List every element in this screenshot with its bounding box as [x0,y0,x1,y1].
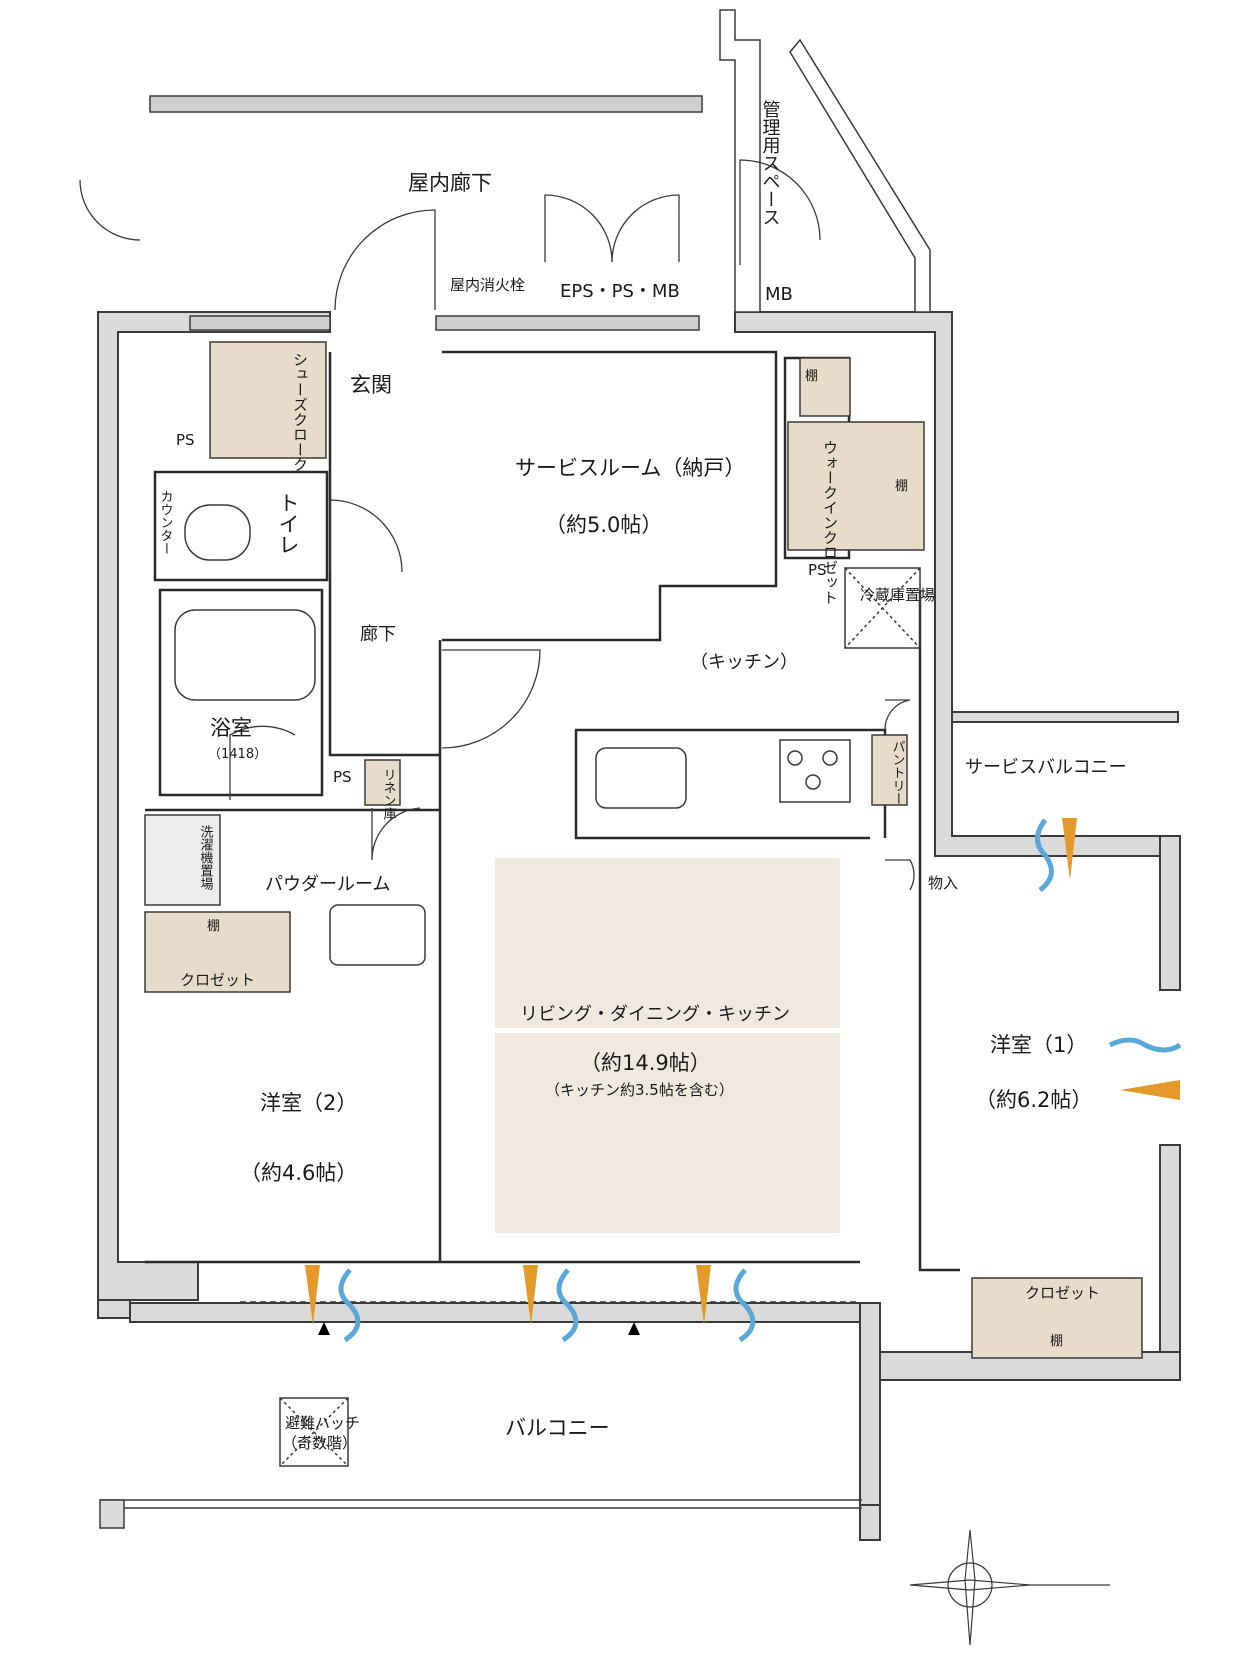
label-fridge: 冷蔵庫置場 [860,586,935,604]
label-ps-2: PS [808,561,827,579]
label-closet-1: クロゼット [1025,1284,1100,1302]
label-shelf-1: 棚 [805,369,818,384]
label-storage: 物入 [928,874,958,892]
label-western1-size: （約6.2帖） [975,1088,1092,1112]
kitchen-fixtures [174,504,921,966]
label-shelf-4: 棚 [1050,1334,1063,1349]
label-bath: 浴室 [210,716,252,740]
label-eps: EPS・PS・MB [560,281,680,302]
label-mb: MB [765,284,793,305]
room-labels: 屋内廊下 管理用スペース 屋内消火栓 EPS・PS・MB MB シューズクローク… [158,100,1127,1452]
closet-2 [144,911,291,993]
label-service-room-size: （約5.0帖） [545,513,662,537]
label-washer: 洗濯機置場 [198,825,214,890]
balcony-railing [99,1301,862,1529]
label-western2-size: （約4.6帖） [240,1161,357,1185]
label-entrance: 玄関 [350,373,392,397]
label-western2: 洋室（2） [260,1091,357,1115]
label-linen: リネン庫 [381,768,397,820]
label-pantry: パントリー [890,740,906,805]
label-corridor-outer: 屋内廊下 [408,171,492,195]
ldk-floor [495,858,840,1233]
label-western1: 洋室（1） [990,1033,1087,1057]
linen-box [364,759,401,806]
label-balcony: バルコニー [505,1416,610,1440]
walkin-closet [787,421,925,551]
shoe-cloak [209,341,327,459]
ventilation-marks [305,818,1182,1343]
label-service-balcony: サービスバルコニー [965,757,1127,778]
label-ldk-note: （キッチン約3.5帖を含む） [545,1081,734,1099]
label-counter: カウンター [158,490,173,555]
label-service-room: サービスルーム（納戸） [515,456,745,480]
label-shelf-2: 棚 [895,479,908,494]
label-closet-2: クロゼット [180,971,255,989]
label-bath-size: （1418） [208,747,267,762]
label-hallway: 廊下 [360,624,396,645]
label-powder-room: パウダールーム [265,874,390,895]
label-shelf-3: 棚 [207,919,220,934]
label-fire-hydrant: 屋内消火栓 [450,276,525,294]
door-arcs [79,159,915,891]
closet-1 [971,1277,1143,1359]
label-ps-1: PS [176,431,195,449]
walkin-shelf-top [799,357,851,417]
label-ps-3: PS [333,768,352,786]
label-toilet: トイレ [276,492,300,555]
label-ldk-size: （約14.9帖） [580,1051,711,1075]
washer-space [144,814,221,906]
compass-icon [909,1529,1110,1646]
label-walkin-closet: ウォークインクロゼット [821,440,839,605]
label-hatch: 避難ハッチ [285,1414,360,1432]
label-shoe-cloak: シューズクローク [291,352,309,472]
closets [144,341,1143,1359]
label-ldk: リビング・ダイニング・キッチン [520,1004,790,1025]
interior-walls [145,350,960,1272]
pantry-box [871,734,908,806]
label-kitchen: （キッチン） [690,652,798,673]
label-hatch-note: （奇数階） [282,1434,357,1452]
corridor-walls [149,9,931,331]
label-management-space: 管理用スペース [760,100,781,226]
